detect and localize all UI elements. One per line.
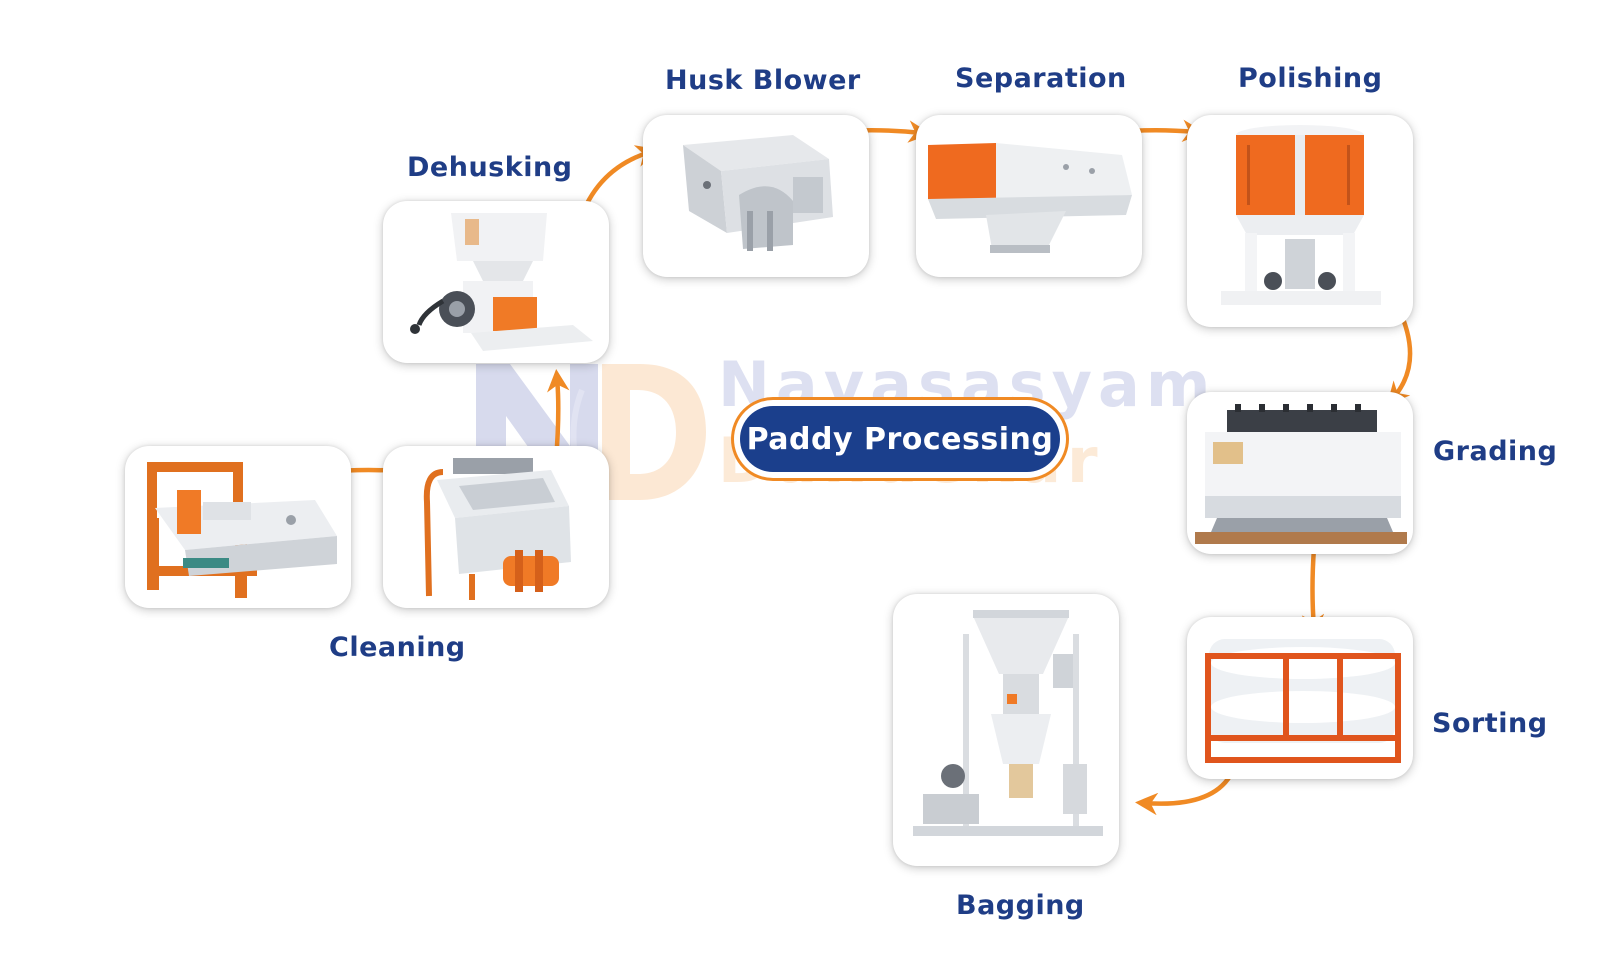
- sorting-machine-card: [1187, 617, 1413, 779]
- step-label-bagging: Bagging: [956, 890, 1085, 921]
- bagging-machine-icon: [913, 610, 1103, 836]
- step-label-dehusking: Dehusking: [407, 152, 573, 183]
- separator-icon: [928, 143, 1132, 253]
- grading-machine-card: [1187, 392, 1413, 554]
- center-title-badge: Paddy Processing: [731, 397, 1069, 481]
- step-label-separation: Separation: [955, 63, 1127, 94]
- cleaning-machine-card-1: [125, 446, 351, 608]
- color-sorter-icon: [1195, 404, 1407, 544]
- dehusking-machine-card: [383, 201, 609, 363]
- step-label-grading: Grading: [1433, 436, 1558, 467]
- step-label-polishing: Polishing: [1238, 63, 1383, 94]
- polisher-icon: [1221, 125, 1381, 305]
- step-label-cleaning: Cleaning: [329, 632, 466, 663]
- bagging-machine-card: [893, 594, 1119, 866]
- cleaning-machine-card-2: [383, 446, 609, 608]
- center-title: Paddy Processing: [740, 406, 1060, 472]
- step-label-husk-blower: Husk Blower: [665, 65, 861, 96]
- destoner-icon: [423, 458, 571, 600]
- arrow-grading-to-sorting: [1301, 545, 1325, 637]
- husk-blower-icon: [683, 135, 833, 251]
- arrow-sorting-to-bagging: [1135, 773, 1233, 816]
- sorter-icon: [1205, 639, 1401, 763]
- husk-blower-machine-card: [643, 115, 869, 277]
- step-label-sorting: Sorting: [1432, 708, 1548, 739]
- dehusker-icon: [410, 213, 593, 351]
- polishing-machine-card: [1187, 115, 1413, 327]
- vibro-separator-icon: [147, 462, 337, 598]
- separation-machine-card: [916, 115, 1142, 277]
